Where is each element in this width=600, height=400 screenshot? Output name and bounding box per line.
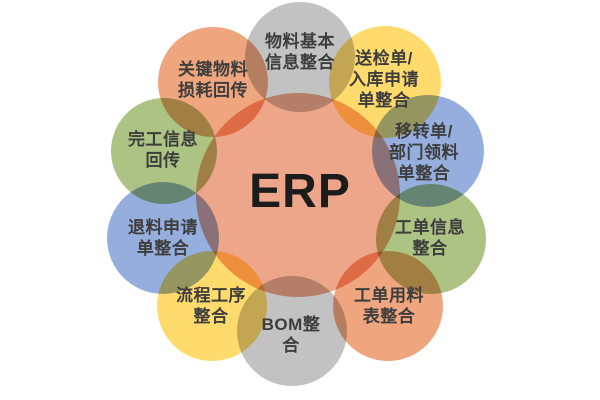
node-label: 完工信息 回传 (128, 130, 198, 170)
node-label: 工单用料 表整合 (354, 286, 424, 326)
erp-label: ERP (249, 165, 351, 218)
node-label: 送检单/ 入库申请 单整合 (349, 49, 419, 110)
node-label: 移转单/ 部门领料 单整合 (389, 122, 459, 183)
node-label: 工单信息 整合 (395, 218, 465, 258)
node-label: 退料申请 单整合 (128, 218, 198, 258)
node-label: 流程工序 整合 (176, 286, 246, 326)
node-circle-workorder-material (333, 251, 443, 361)
node-label: 物料基本 信息整合 (265, 32, 335, 72)
node-label: BOM整 合 (261, 315, 321, 355)
node-circle-key-material-loss (158, 27, 268, 137)
node-label: 关键物料 损耗回传 (178, 60, 248, 100)
